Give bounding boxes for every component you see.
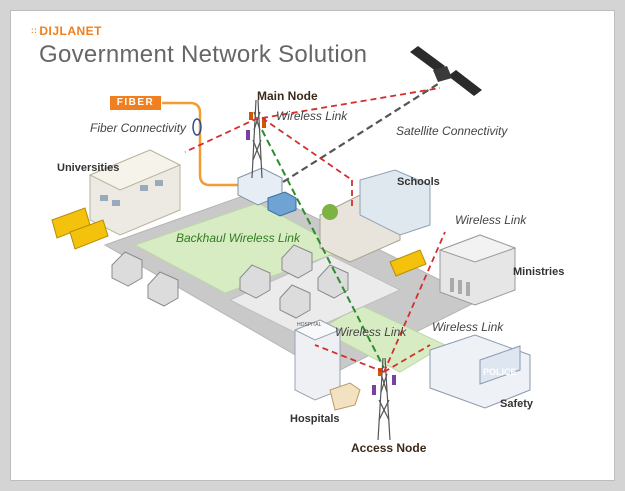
houses [111, 244, 349, 319]
wireless-links [184, 87, 446, 373]
main-node-hub [237, 167, 297, 217]
universities-label: Universities [57, 162, 120, 174]
main-node-label: Main Node [257, 89, 318, 103]
wireless-link-label-safety: Wireless Link [432, 320, 504, 334]
ministries-label: Ministries [513, 266, 565, 278]
hospitals-label: Hospitals [290, 413, 340, 425]
safety-label: Safety [500, 398, 534, 410]
satellite-connectivity-label: Satellite Connectivity [396, 124, 508, 138]
school-buses [51, 207, 427, 277]
backhaul-link-label: Backhaul Wireless Link [176, 231, 300, 245]
main-tower-icon [246, 99, 266, 179]
wireless-link-label-main: Wireless Link [276, 109, 348, 123]
fiber-cable [162, 101, 240, 187]
universities-building [88, 149, 182, 236]
fiber-connector-icon [192, 118, 202, 136]
police-sign: POLICE [483, 367, 517, 377]
fiber-tag: FIBER [110, 96, 161, 110]
hospital-sign: HOSPITAL [297, 322, 322, 328]
brand-name: DIJLANET [39, 24, 102, 38]
backhaul-link [261, 129, 385, 369]
satellite-icon [410, 46, 482, 96]
police-building [429, 334, 531, 409]
ministries-building [438, 234, 517, 306]
wireless-link-label-hospitals: Wireless Link [335, 325, 407, 339]
satellite-link [282, 83, 439, 183]
access-node-label: Access Node [351, 441, 427, 455]
brand-logo: ::DIJLANET [31, 24, 102, 38]
brand-dots: :: [31, 26, 38, 35]
wireless-link-label-ministries: Wireless Link [455, 213, 527, 227]
schools-building [319, 169, 431, 263]
diagram-title: Government Network Solution [39, 41, 368, 68]
hospital-building [293, 319, 361, 411]
fiber-connectivity-label: Fiber Connectivity [90, 121, 187, 135]
schools-label: Schools [397, 176, 440, 188]
